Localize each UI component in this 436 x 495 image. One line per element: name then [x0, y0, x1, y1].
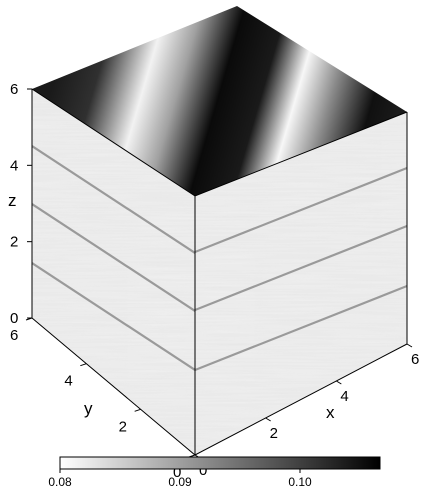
x-tick-mark [265, 417, 271, 422]
z-tick-label: 4 [10, 157, 18, 174]
y-tick-label: 0 [173, 464, 181, 481]
colorbar-tick-label: 0.10 [288, 475, 312, 489]
x-axis: 0 2 4 6 x [194, 343, 419, 479]
y-tick-mark [80, 363, 87, 367]
y-tick-label: 2 [119, 418, 127, 435]
top-face [32, 6, 407, 196]
z-axis-label: z [8, 191, 17, 210]
colorbar-ticks: 0.08 0.09 0.10 [48, 469, 312, 489]
x-tick-label: 6 [411, 351, 419, 368]
left-band-line [32, 145, 195, 254]
x-tick-label: 0 [199, 462, 207, 479]
x-axis-ticks: 0 2 4 6 [194, 343, 419, 479]
z-tick-label: 0 [10, 310, 18, 327]
colorbar: 0.08 0.09 0.10 [48, 456, 381, 489]
right-band-line [195, 166, 407, 254]
x-tick-mark [406, 343, 413, 348]
y-tick-label: 6 [10, 327, 18, 344]
left-band-line [32, 262, 195, 371]
y-tick-mark [25, 317, 33, 321]
colorbar-tick-label: 0.09 [168, 475, 192, 489]
right-band-line [195, 224, 407, 312]
left-face-bands [32, 145, 195, 371]
x-tick-mark [336, 380, 342, 385]
z-axis: 0 2 4 6 z [8, 81, 33, 327]
y-tick-label: 4 [64, 373, 72, 390]
x-tick-label: 2 [270, 425, 278, 442]
x-tick-label: 4 [340, 388, 348, 405]
z-tick-label: 2 [10, 234, 18, 251]
left-band-line [32, 203, 195, 312]
x-axis-label: x [326, 403, 335, 422]
y-tick-mark [134, 408, 141, 412]
colorbar-gradient [59, 456, 381, 470]
y-axis: 0 2 4 6 y [10, 317, 196, 481]
right-face-bands [195, 166, 407, 372]
right-band-line [195, 284, 407, 372]
y-axis-label: y [84, 399, 93, 418]
z-tick-label: 6 [10, 81, 18, 98]
colorbar-tick-label: 0.08 [48, 475, 72, 489]
